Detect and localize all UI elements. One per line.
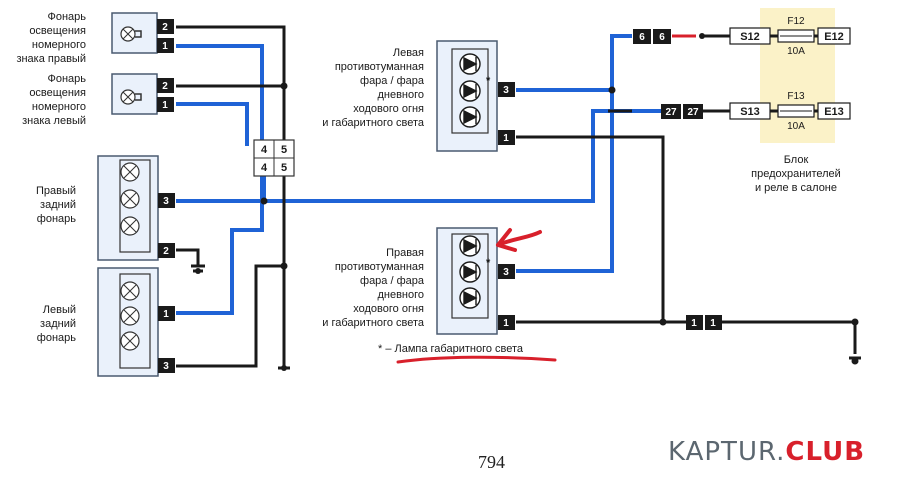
pin: 1 bbox=[503, 133, 509, 144]
junction-block: 4 5 4 5 bbox=[253, 139, 295, 177]
pin: 5 bbox=[281, 162, 287, 174]
pin: 3 bbox=[163, 196, 169, 207]
pin: 2 bbox=[162, 81, 168, 92]
svg-text:номерного: номерного bbox=[32, 39, 86, 51]
footnote: * – Лампа габаритного света bbox=[378, 343, 524, 355]
plate-lamp-left bbox=[111, 73, 158, 115]
rear-lamp-left bbox=[97, 267, 159, 377]
pin: 1 bbox=[162, 41, 168, 52]
svg-text:и габаритного света: и габаритного света bbox=[322, 317, 425, 329]
ground-symbol bbox=[278, 365, 290, 371]
pin: 6 bbox=[659, 32, 665, 43]
rear-lamp-right bbox=[97, 155, 159, 261]
label-fog-right: Правая противотуманная фара / фара дневн… bbox=[322, 247, 425, 329]
fuse-e13-label: E13 bbox=[824, 106, 844, 118]
svg-text:номерного: номерного bbox=[32, 101, 86, 113]
svg-text:фара / фара: фара / фара bbox=[360, 75, 425, 87]
svg-text:Левый: Левый bbox=[43, 304, 76, 316]
pin: 3 bbox=[503, 267, 509, 278]
brand-logo: KAPTUR.CLUB bbox=[668, 437, 865, 467]
fuse-s13-label: S13 bbox=[740, 106, 760, 118]
marker-right: * bbox=[486, 257, 491, 269]
fuse-f12: S12 F12 10A E12 bbox=[729, 16, 851, 57]
pin: 3 bbox=[503, 85, 509, 96]
brand-part1: KAPTUR. bbox=[668, 437, 786, 467]
label-plate-right: Фонарь освещения номерного знака правый bbox=[16, 11, 86, 65]
svg-text:Правый: Правый bbox=[36, 185, 76, 197]
svg-text:дневного: дневного bbox=[377, 89, 424, 101]
fuse-f12-rating: 10A bbox=[787, 46, 805, 57]
fuse-e12-label: E12 bbox=[824, 31, 844, 43]
brand-part2: CLUB bbox=[785, 437, 866, 467]
svg-text:Блок: Блок bbox=[784, 154, 809, 166]
svg-text:Фонарь: Фонарь bbox=[47, 73, 86, 85]
junction-nodes bbox=[260, 82, 859, 326]
annotation-arrowhead bbox=[496, 228, 517, 252]
annotation-arrow bbox=[496, 230, 542, 247]
svg-text:Фонарь: Фонарь bbox=[47, 11, 86, 23]
svg-text:и реле в салоне: и реле в салоне bbox=[755, 182, 837, 194]
black-wires bbox=[176, 25, 857, 368]
svg-text:фонарь: фонарь bbox=[37, 332, 76, 344]
pin: 1 bbox=[162, 100, 168, 111]
label-rear-left: Левый задний фонарь bbox=[37, 304, 76, 344]
label-fog-left: Левая противотуманная фара / фара дневно… bbox=[322, 47, 425, 129]
pin: 1 bbox=[710, 318, 716, 329]
fuse-s12-label: S12 bbox=[740, 31, 760, 43]
fuse-f13: S13 F13 10A E13 bbox=[729, 91, 851, 132]
svg-text:Левая: Левая bbox=[393, 47, 424, 59]
fuse-f13-rating: 10A bbox=[787, 121, 805, 132]
plate-lamp-right bbox=[111, 12, 158, 54]
svg-text:предохранителей: предохранителей bbox=[751, 168, 841, 180]
annotation-underline bbox=[396, 355, 557, 364]
pin: 27 bbox=[665, 107, 677, 118]
fog-lamp-left bbox=[436, 40, 498, 152]
svg-text:ходового огня: ходового огня bbox=[353, 103, 424, 115]
label-fuse-block: Блок предохранителей и реле в салоне bbox=[751, 154, 841, 194]
marker-left: * bbox=[486, 75, 491, 87]
pin: 4 bbox=[261, 144, 268, 156]
svg-text:знака правый: знака правый bbox=[16, 53, 86, 65]
ground-symbol bbox=[191, 264, 205, 274]
svg-text:дневного: дневного bbox=[377, 289, 424, 301]
pin: 2 bbox=[163, 246, 169, 257]
pin: 1 bbox=[691, 318, 697, 329]
pin: 2 bbox=[162, 22, 168, 33]
pin: 1 bbox=[503, 318, 509, 329]
pin: 4 bbox=[261, 162, 268, 174]
pin: 1 bbox=[163, 309, 169, 320]
svg-text:противотуманная: противотуманная bbox=[335, 61, 424, 73]
pin-labels: 2 1 2 1 3 2 1 3 3 1 3 1 6 6 27 27 1 1 bbox=[157, 19, 722, 373]
fuse-f12-name: F12 bbox=[787, 16, 805, 27]
pin: 6 bbox=[639, 32, 645, 43]
svg-text:ходового огня: ходового огня bbox=[353, 303, 424, 315]
wire-node bbox=[699, 33, 705, 39]
svg-text:задний: задний bbox=[40, 199, 76, 211]
fog-lamp-right bbox=[436, 227, 498, 335]
svg-text:освещения: освещения bbox=[29, 87, 86, 99]
fuse-f13-name: F13 bbox=[787, 91, 805, 102]
svg-text:и габаритного света: и габаритного света bbox=[322, 117, 425, 129]
page-number: 794 bbox=[478, 452, 505, 472]
label-rear-right: Правый задний фонарь bbox=[36, 185, 76, 225]
svg-text:фонарь: фонарь bbox=[37, 213, 76, 225]
label-plate-left: Фонарь освещения номерного знака левый bbox=[22, 73, 86, 127]
svg-text:Правая: Правая bbox=[386, 247, 424, 259]
svg-text:знака левый: знака левый bbox=[22, 115, 86, 127]
svg-text:задний: задний bbox=[40, 318, 76, 330]
pin: 27 bbox=[687, 107, 699, 118]
svg-text:освещения: освещения bbox=[29, 25, 86, 37]
pin: 5 bbox=[281, 144, 287, 156]
svg-text:фара / фара: фара / фара bbox=[360, 275, 425, 287]
ground-symbol bbox=[849, 356, 861, 365]
svg-text:противотуманная: противотуманная bbox=[335, 261, 424, 273]
pin: 3 bbox=[163, 361, 169, 372]
